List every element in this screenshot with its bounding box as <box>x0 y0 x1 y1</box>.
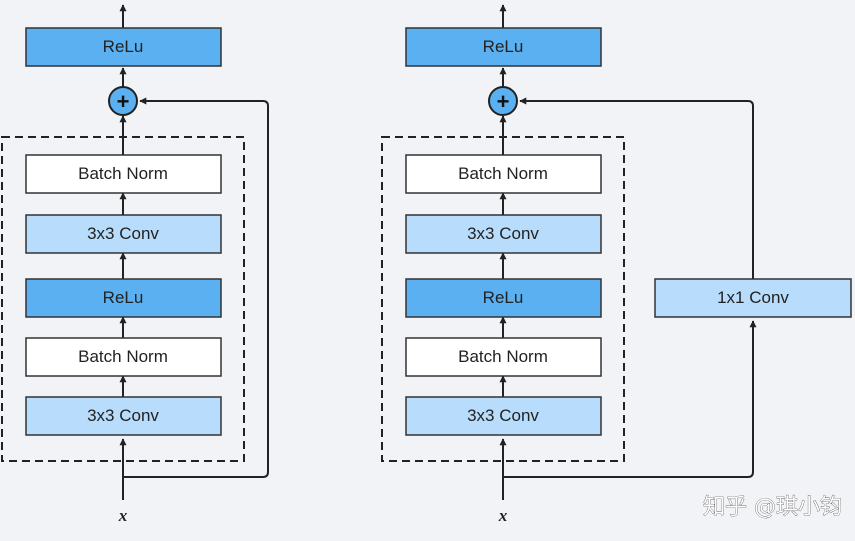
left-relu-mid-label: ReLu <box>103 288 144 307</box>
right-residual-block: ReLu + Batch Norm 3x3 Conv ReLu Batch No… <box>381 4 852 525</box>
left-top-relu-box <box>25 27 222 67</box>
right-add-node <box>488 86 518 116</box>
right-conv-2-label: 3x3 Conv <box>467 224 539 243</box>
right-batch-norm-2-label: Batch Norm <box>458 164 548 183</box>
right-shortcut-to-add <box>519 97 754 279</box>
left-relu-mid-box <box>25 278 222 318</box>
left-conv-1-box <box>25 396 222 436</box>
right-shortcut-conv-label: 1x1 Conv <box>717 288 789 307</box>
left-conv-1-label: 3x3 Conv <box>87 406 159 425</box>
right-input-label: x <box>498 506 508 525</box>
left-batch-norm-1-box <box>25 337 222 377</box>
right-batch-norm-1-box <box>405 337 602 377</box>
left-skip-connection <box>123 97 269 478</box>
left-batch-norm-2-label: Batch Norm <box>78 164 168 183</box>
right-add-symbol: + <box>497 89 510 114</box>
left-input-label: x <box>118 506 128 525</box>
right-conv-1-label: 3x3 Conv <box>467 406 539 425</box>
left-batch-norm-2-box <box>25 154 222 194</box>
left-conv-2-box <box>25 214 222 254</box>
left-batch-norm-1-label: Batch Norm <box>78 347 168 366</box>
watermark-text: 知乎 @琪小钧 <box>703 495 842 520</box>
right-shortcut-to-1x1conv <box>503 320 757 478</box>
right-shortcut-conv-box <box>654 278 852 318</box>
left-add-node <box>108 86 138 116</box>
right-batch-norm-2-box <box>405 154 602 194</box>
right-top-relu-label: ReLu <box>483 37 524 56</box>
right-relu-mid-label: ReLu <box>483 288 524 307</box>
left-residual-block: ReLu + Batch Norm 3x3 Conv ReLu Batch No… <box>1 4 269 525</box>
right-conv-2-box <box>405 214 602 254</box>
right-relu-mid-box <box>405 278 602 318</box>
left-top-relu-label: ReLu <box>103 37 144 56</box>
left-add-symbol: + <box>117 89 130 114</box>
right-conv-1-box <box>405 396 602 436</box>
left-conv-2-label: 3x3 Conv <box>87 224 159 243</box>
right-batch-norm-1-label: Batch Norm <box>458 347 548 366</box>
right-top-relu-box <box>405 27 602 67</box>
